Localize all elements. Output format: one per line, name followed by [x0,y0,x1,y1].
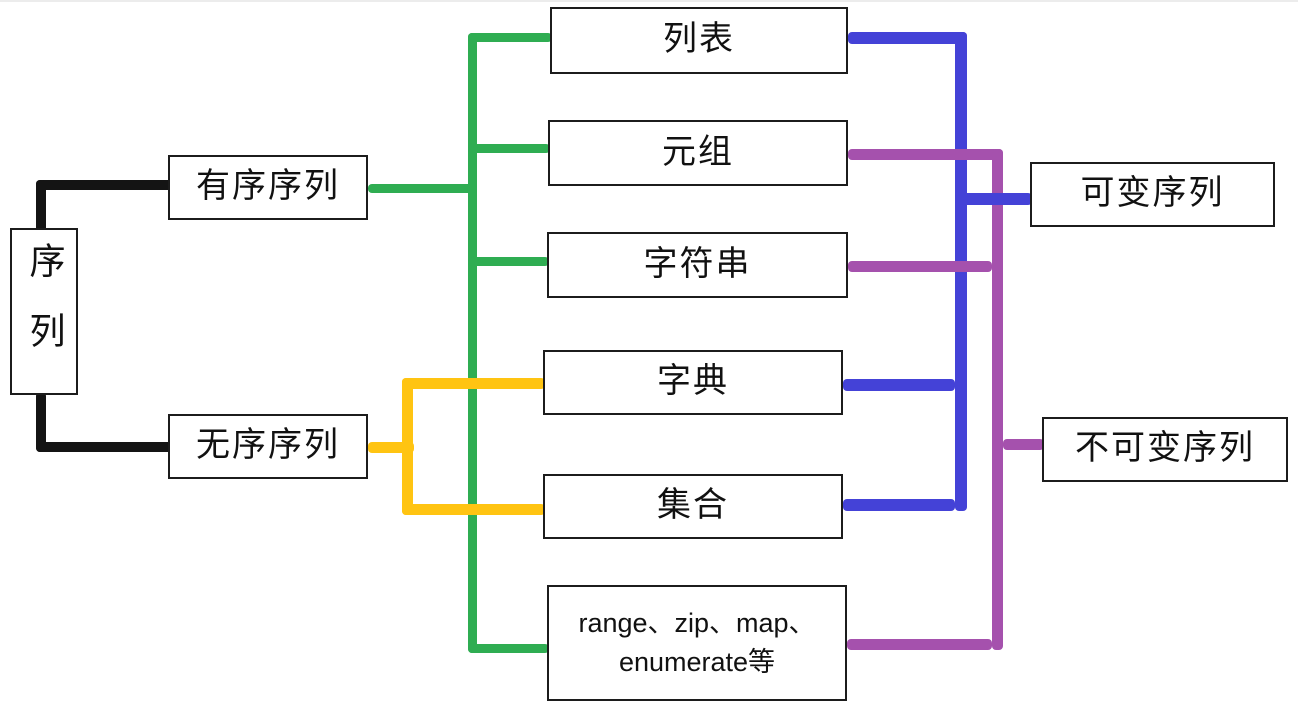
node-list: 列表 [550,7,848,74]
node-dict: 字典 [543,350,843,415]
edge-trunk-to-string [468,257,549,266]
edge-root-ordered-horizontal [36,180,172,190]
node-unordered-sequence: 无序序列 [168,414,368,479]
node-string: 字符串 [547,232,848,298]
edge-trunk-to-list [468,33,552,42]
edge-range-to-immutable-trunk [847,639,992,650]
edge-set-to-mutable-trunk [843,499,955,511]
node-ordered-sequence: 有序序列 [168,155,368,220]
edge-immutable-trunk-vertical [992,149,1003,650]
edge-root-unordered-horizontal [36,442,172,452]
edge-list-to-mutable-trunk [848,32,967,44]
edge-root-unordered-vertical [36,392,46,452]
edge-trunk-to-tuple [468,144,550,153]
node-set: 集合 [543,474,843,539]
node-mutable-sequence: 可变序列 [1030,162,1275,227]
edge-unordered-fork-vertical [402,378,413,515]
edge-trunk-to-range [468,644,549,653]
edge-ordered-trunk-vertical [468,33,477,653]
edge-string-to-immutable-trunk [848,261,992,272]
edge-trunk-to-mutable-node [955,193,1032,205]
edge-trunk-to-immutable-node [1003,439,1044,450]
node-immutable-sequence: 不可变序列 [1042,417,1288,482]
node-tuple: 元组 [548,120,848,186]
edge-tuple-to-immutable-trunk [848,149,1003,160]
edge-unordered-to-fork [368,442,414,453]
edge-ordered-to-trunk [368,184,477,193]
edge-root-ordered-vertical [36,180,46,232]
edge-fork-to-set [402,504,545,515]
edge-fork-to-dict [402,378,545,389]
node-sequence: 序列 [10,228,78,395]
edge-dict-to-mutable-trunk [843,379,955,391]
node-range-zip-map-enumerate: range、zip、map、enumerate等 [547,585,847,701]
